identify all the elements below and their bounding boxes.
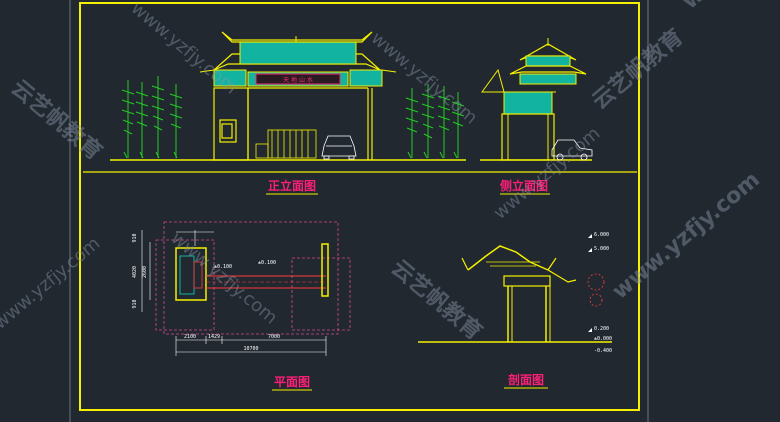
sliding-gate xyxy=(255,129,317,159)
gate-roof: 天 地 山 水 xyxy=(199,31,397,87)
plan-elevation-2: ±0.100 xyxy=(258,260,276,266)
label-section: 剖面图 xyxy=(508,372,544,387)
signboard-text: 天 地 山 水 xyxy=(283,76,313,84)
dim-left-2: 4020 xyxy=(132,266,138,278)
dim-left-4: 910 xyxy=(132,299,138,308)
section-elevation-2: 5.000 xyxy=(594,246,609,252)
watermark-url-1: www.yzfjy.com xyxy=(127,0,242,99)
watermark-url-6: www.yzfjy.com xyxy=(608,167,765,304)
watermark-url-3: www.yzfjy.com xyxy=(490,123,605,224)
dim-bottom-3: 7000 xyxy=(268,334,280,340)
watermark-cn-3: 云艺帆教育 xyxy=(386,255,487,346)
watermark-url-4: www.yzfjy.com xyxy=(167,228,282,329)
car-front xyxy=(321,135,357,160)
dim-bottom-2: 1429 xyxy=(208,334,220,340)
dim-left-3: 2600 xyxy=(142,266,148,278)
watermark-cn-2: 云艺帆教育 xyxy=(587,24,688,115)
section-view: 6.000 5.000 0.200 ±0.000 -0.400 xyxy=(418,232,612,354)
front-elevation: 天 地 山 水 xyxy=(110,31,466,161)
gate-body xyxy=(213,87,373,161)
watermark-cn-1: 云艺帆教育 xyxy=(6,75,107,166)
watermark-url-5: www.yzfjy.com xyxy=(0,233,104,334)
car-side xyxy=(551,139,593,161)
watermark-layer: 云艺帆教育 www.yzfjy.com www.yzfjy.com 云艺帆教育 … xyxy=(0,0,780,345)
dim-bottom-1: 2100 xyxy=(184,334,196,340)
tree-group-right xyxy=(405,84,465,159)
section-elevation-5: -0.400 xyxy=(594,348,612,354)
dim-left-1: 910 xyxy=(132,233,138,242)
section-elevation-3: 0.200 xyxy=(594,326,609,332)
section-elevation-4: ±0.000 xyxy=(594,336,612,342)
watermark-url-7: www.yzfjy.com xyxy=(678,0,780,15)
side-elevation xyxy=(480,38,593,161)
plan-view: ±0.100 ±0.100 2100 1429 7000 10700 910 4… xyxy=(132,221,351,356)
plan-elevation-1: ±0.100 xyxy=(214,264,232,270)
gate-signboard xyxy=(255,73,341,85)
label-side-elevation: 侧立面图 xyxy=(500,178,548,193)
tree-group-left xyxy=(121,76,183,159)
sheet-frame xyxy=(79,2,640,411)
watermark-url-2: www.yzfjy.com xyxy=(367,28,482,129)
section-elevation-1: 6.000 xyxy=(594,232,609,238)
label-front-elevation: 正立面图 xyxy=(268,178,316,193)
label-plan: 平面图 xyxy=(274,375,310,389)
dim-total: 10700 xyxy=(243,346,258,352)
